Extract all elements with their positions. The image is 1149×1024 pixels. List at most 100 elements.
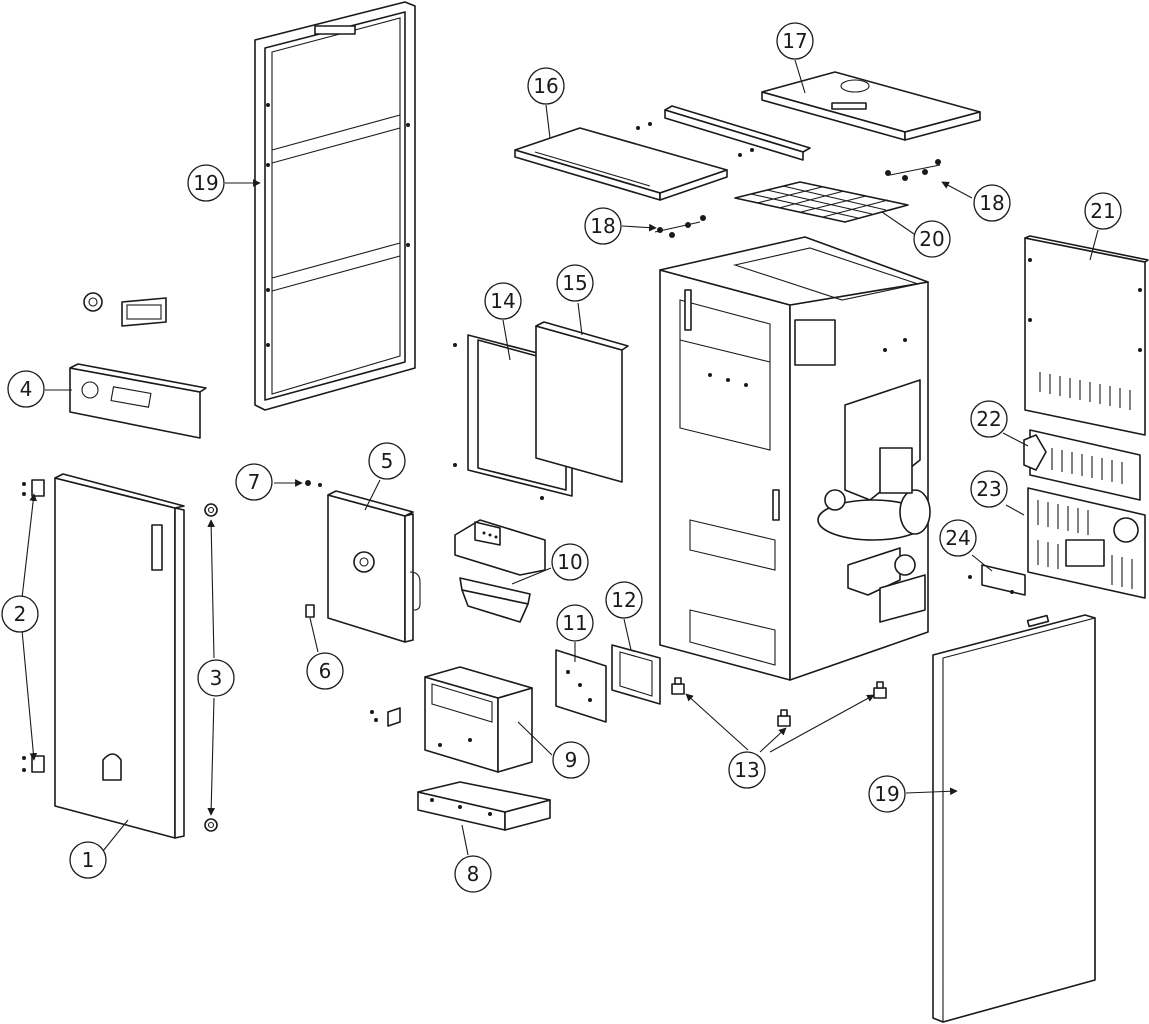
part-knob xyxy=(83,292,103,312)
leader-lines xyxy=(21,59,1099,856)
callout-2: 2 xyxy=(1,595,39,633)
part-side-frame-top xyxy=(254,1,416,411)
leader-3-up xyxy=(207,519,215,659)
part-tray-8 xyxy=(417,781,551,831)
callout-24: 24 xyxy=(939,519,977,557)
part-control-panel xyxy=(69,363,207,439)
svg-text:17: 17 xyxy=(782,29,807,53)
callout-10: 10 xyxy=(551,543,589,581)
part-grille-23 xyxy=(1027,487,1146,599)
part-foot-b xyxy=(777,709,791,727)
part-burner-pot xyxy=(454,519,546,576)
svg-text:9: 9 xyxy=(565,748,578,772)
part-burner-tray xyxy=(459,577,531,623)
part-fasteners-18b xyxy=(885,159,941,181)
callout-15: 15 xyxy=(556,264,594,302)
part-screw-7 xyxy=(305,480,322,487)
callout-18-right: 18 xyxy=(973,184,1011,222)
svg-text:18: 18 xyxy=(590,214,615,238)
leader-16 xyxy=(545,104,551,139)
svg-text:1: 1 xyxy=(82,848,95,872)
part-fasteners-18a xyxy=(654,215,706,238)
part-plate-24 xyxy=(968,564,1026,596)
callout-6: 6 xyxy=(306,652,344,690)
part-ash-box xyxy=(370,666,533,773)
svg-text:14: 14 xyxy=(490,289,515,313)
part-display-bezel xyxy=(121,297,167,327)
leader-23 xyxy=(1005,504,1025,516)
leader-18a xyxy=(621,223,657,232)
callouts: 1 2 3 4 5 6 7 8 xyxy=(1,22,1122,893)
part-front-door xyxy=(54,473,185,839)
part-bushing-bottom xyxy=(204,818,218,832)
callout-22: 22 xyxy=(970,400,1008,438)
svg-text:7: 7 xyxy=(248,470,261,494)
part-hinge-top xyxy=(22,479,45,497)
leader-1 xyxy=(102,819,129,852)
leader-2-up xyxy=(21,493,38,599)
leader-13-right xyxy=(769,694,875,753)
part-side-panel-bottom xyxy=(932,614,1096,1023)
leader-21 xyxy=(1089,229,1099,261)
svg-text:11: 11 xyxy=(562,611,587,635)
svg-text:19: 19 xyxy=(193,171,218,195)
callout-19-bottom: 19 xyxy=(868,775,906,813)
svg-text:12: 12 xyxy=(611,588,636,612)
callout-4: 4 xyxy=(7,370,45,408)
leader-14 xyxy=(502,319,511,361)
callout-8: 8 xyxy=(454,855,492,893)
svg-text:5: 5 xyxy=(381,449,394,473)
svg-text:15: 15 xyxy=(562,271,587,295)
part-plate-11 xyxy=(555,649,607,723)
leader-12 xyxy=(623,618,632,651)
svg-text:2: 2 xyxy=(14,602,27,626)
svg-text:18: 18 xyxy=(979,191,1004,215)
callout-5: 5 xyxy=(368,442,406,480)
svg-text:4: 4 xyxy=(20,377,33,401)
callout-18-left: 18 xyxy=(584,207,622,245)
leader-2-down xyxy=(21,629,38,761)
leader-20 xyxy=(881,211,915,235)
callout-19-top: 19 xyxy=(187,164,225,202)
leader-18b xyxy=(941,181,973,199)
part-top-bracket xyxy=(636,105,811,161)
leader-10 xyxy=(511,567,552,585)
leader-9 xyxy=(517,721,553,756)
callout-23: 23 xyxy=(970,470,1008,508)
callout-13: 13 xyxy=(728,751,766,789)
callout-9: 9 xyxy=(552,741,590,779)
svg-text:3: 3 xyxy=(210,666,223,690)
part-gasket-12 xyxy=(611,644,661,705)
part-foot-c xyxy=(873,681,887,699)
leader-24 xyxy=(971,554,993,572)
leader-19b xyxy=(905,787,958,796)
leader-17 xyxy=(794,59,806,94)
part-grid-20 xyxy=(734,181,909,223)
part-panel-15 xyxy=(535,321,629,483)
callout-21: 21 xyxy=(1084,192,1122,230)
svg-text:6: 6 xyxy=(319,659,332,683)
callout-1: 1 xyxy=(69,841,107,879)
svg-text:8: 8 xyxy=(467,862,480,886)
callout-7: 7 xyxy=(235,463,273,501)
part-bushing-top xyxy=(204,503,218,517)
part-stove-body xyxy=(659,236,931,681)
svg-text:20: 20 xyxy=(919,227,944,251)
svg-text:10: 10 xyxy=(557,550,582,574)
leader-15 xyxy=(577,302,583,336)
part-rear-panel xyxy=(1024,235,1149,436)
part-grille-22 xyxy=(1023,429,1141,501)
callout-3: 3 xyxy=(197,659,235,697)
svg-text:21: 21 xyxy=(1090,199,1115,223)
leader-5 xyxy=(364,479,381,511)
callout-17: 17 xyxy=(776,22,814,60)
svg-text:13: 13 xyxy=(734,758,759,782)
callout-11: 11 xyxy=(556,604,594,642)
leader-13-mid xyxy=(759,727,787,753)
part-top-cover-16 xyxy=(514,127,728,201)
svg-text:23: 23 xyxy=(976,477,1001,501)
callout-12: 12 xyxy=(605,581,643,619)
callout-16: 16 xyxy=(527,67,565,105)
leader-22 xyxy=(1002,432,1029,447)
